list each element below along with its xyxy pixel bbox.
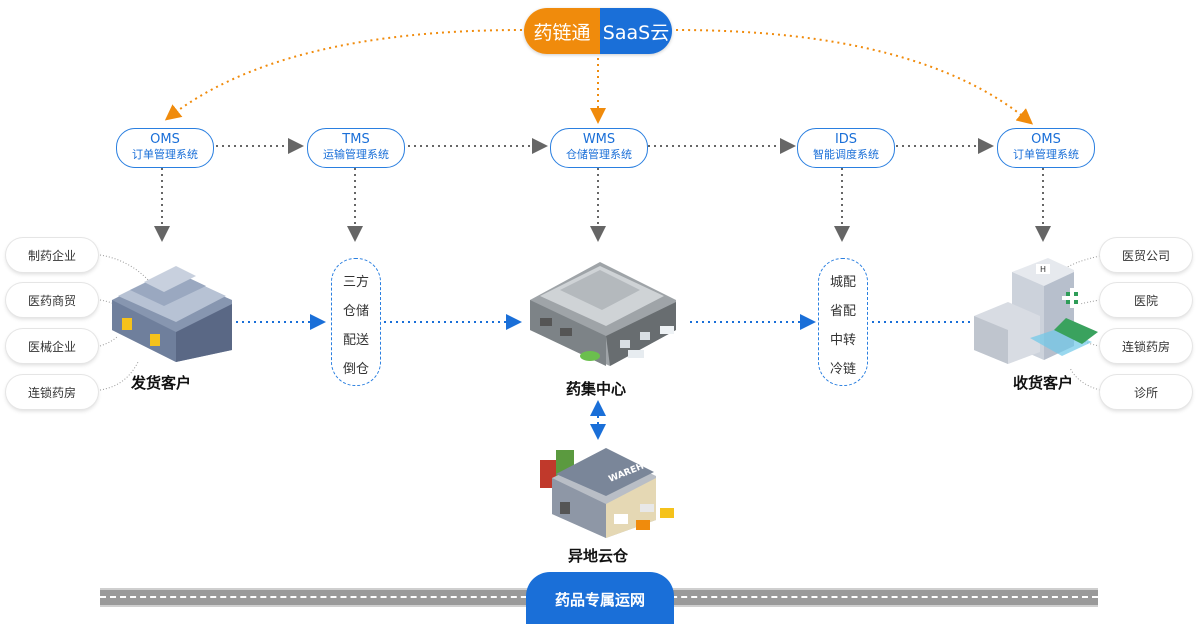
svg-text:H: H <box>1040 265 1046 274</box>
system-name: 智能调度系统 <box>813 148 879 161</box>
receiver-label: 收货客户 <box>1013 374 1074 392</box>
system-oms-right: OMS 订单管理系统 <box>997 128 1095 168</box>
factory-icon <box>112 266 232 362</box>
system-name: 运输管理系统 <box>323 148 389 161</box>
supply-chain-diagram: H WAREHOUSE 药链通 SaaS云 OMS 订单管理系统 TMS 运输管… <box>6 8 1192 624</box>
system-code: WMS <box>582 132 616 147</box>
arc-to-right-oms <box>675 29 1034 125</box>
system-code: OMS <box>150 132 180 147</box>
hospital-icon: H <box>974 258 1098 364</box>
receiver-item: 诊所 <box>1100 375 1192 409</box>
system-code: IDS <box>834 132 858 147</box>
center-label: 药集中心 <box>566 380 627 398</box>
distribution-center-icon <box>530 262 676 366</box>
brand-left: 药链通 <box>524 8 600 54</box>
receiver-item: 医院 <box>1100 283 1192 317</box>
service-item: 三方 <box>342 275 369 290</box>
shipper-item: 医药商贸 <box>6 283 98 317</box>
services-right-box: 城配 省配 中转 冷链 <box>818 258 868 386</box>
service-item: 配送 <box>342 333 369 348</box>
system-name: 订单管理系统 <box>132 148 198 161</box>
service-item: 省配 <box>829 304 856 319</box>
shipper-label: 发货客户 <box>131 374 192 392</box>
system-wms: WMS 仓储管理系统 <box>550 128 648 168</box>
shipper-item: 连锁药房 <box>6 375 98 409</box>
cloud-warehouse-label: 异地云仓 <box>568 547 629 565</box>
brand-right: SaaS云 <box>600 8 672 54</box>
system-oms-left: OMS 订单管理系统 <box>116 128 214 168</box>
service-item: 仓储 <box>342 304 369 319</box>
service-item: 冷链 <box>829 362 856 377</box>
receiver-item: 连锁药房 <box>1100 329 1192 363</box>
services-left-box: 三方 仓储 配送 倒仓 <box>331 258 381 386</box>
brand-saas-pill: 药链通 SaaS云 <box>524 8 672 54</box>
arc-to-left-oms <box>164 29 523 121</box>
system-code: OMS <box>1031 132 1061 147</box>
connector-layer: H WAREHOUSE <box>99 29 1101 538</box>
system-tms: TMS 运输管理系统 <box>307 128 405 168</box>
receiver-item: 医贸公司 <box>1100 238 1192 272</box>
cloud-warehouse-icon: WAREHOUSE <box>540 448 674 538</box>
service-item: 城配 <box>829 275 856 290</box>
service-item: 中转 <box>829 333 856 348</box>
shipper-item: 制药企业 <box>6 238 98 272</box>
system-name: 订单管理系统 <box>1013 148 1079 161</box>
network-badge: 药品专属运网 <box>526 572 674 624</box>
system-name: 仓储管理系统 <box>566 148 632 161</box>
system-ids: IDS 智能调度系统 <box>797 128 895 168</box>
shipper-item: 医械企业 <box>6 329 98 363</box>
system-code: TMS <box>342 132 370 147</box>
service-item: 倒仓 <box>342 362 369 377</box>
